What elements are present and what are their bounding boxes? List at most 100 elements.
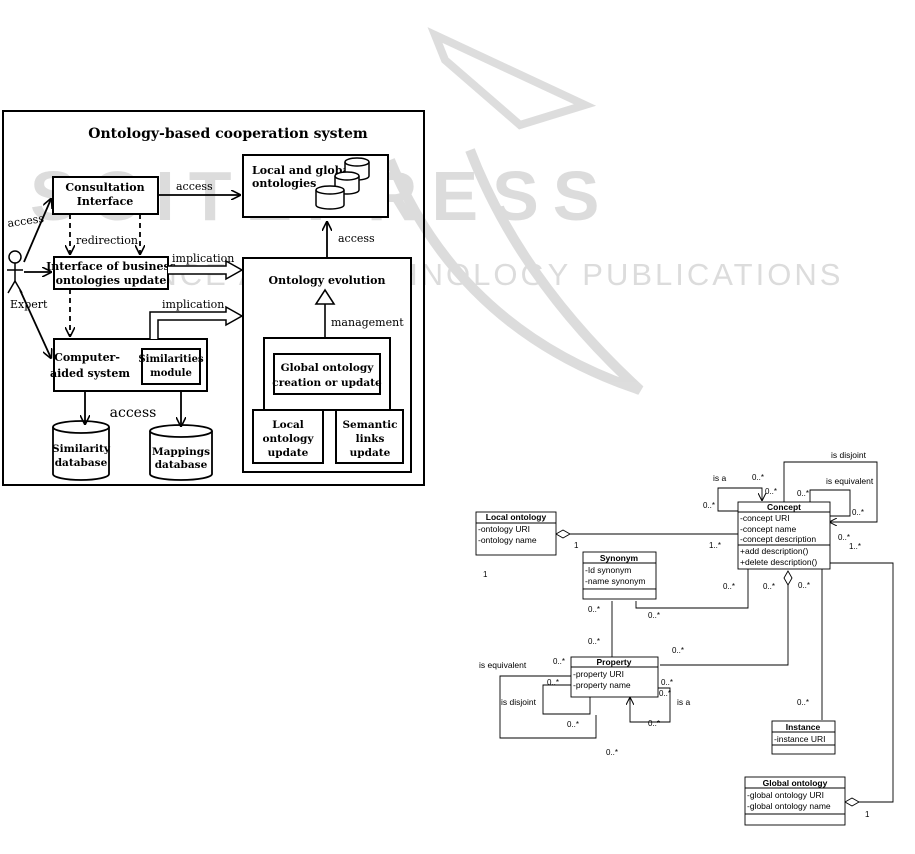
database-stack-icon [315,157,370,210]
property-name: Property [597,657,632,667]
consultation-label-1: Consultation [65,181,144,194]
semantic-label-1: Semantic [342,419,397,431]
rel-is-a-property: is a [677,697,691,707]
diagram-label: 0..* [672,646,684,655]
diagram-label: 0..* [659,689,671,698]
instance-name: Instance [786,722,821,732]
mappings-db-label-1: Mappings [152,446,210,458]
diagram-label: -property name [573,680,631,690]
local-update-label-3: update [268,447,309,459]
similarities-module-box [141,348,201,385]
diagram-label: -ontology URI [478,524,530,534]
similarity-db-label-1: Similarity [52,443,111,455]
global-creation-label-1: Global ontology [281,362,375,374]
synonym-name: Synonym [600,553,639,563]
diagram-label: 0..* [567,720,579,729]
business-update-label-1: Interface of business [46,260,176,273]
local-ontology-name: Local ontology [486,512,547,522]
concept-name: Concept [767,502,801,512]
similarity-database-icon [52,420,110,481]
diagram-label: -global ontology URI [747,790,824,800]
implication-arrows [149,259,244,339]
class-instance: Instance -instance URI [771,720,836,755]
multiplicities: 0..* 0..* 0..* 0..* 0..* 1 1..* 1 1..* 0… [483,473,870,819]
diagram-label: -concept URI [740,513,790,523]
computer-aided-label-2: aided system [50,367,130,380]
business-update-box [53,256,169,290]
global-creation-box [273,353,381,395]
diagram-label: -concept name [740,524,796,534]
diagram-label: -Id synonym [585,565,631,575]
management-label: management [331,316,404,329]
semantic-label-2: links [356,433,385,445]
semantic-label-3: update [350,447,391,459]
right-figure: Local ontology -ontology URI -ontology n… [475,450,894,826]
diagram-label: 1..* [849,542,861,551]
diagram-label: -concept description [740,534,816,544]
diagram-label: +add description() [740,546,808,556]
left-figure: Ontology-based cooperation system Expert… [2,110,425,486]
diagram-label: 1..* [709,541,721,550]
class-local-ontology: Local ontology -ontology URI -ontology n… [475,511,557,556]
diagram-label: 0..* [588,605,600,614]
local-global-label-2: ontologies [252,177,316,190]
rel-is-disjoint-property: is disjoint [501,697,537,707]
business-update-label-2: ontologies update [56,274,167,287]
uml-lines [499,461,894,807]
diagram-label: 0..* [765,487,777,496]
class-global-ontology: Global ontology -global ontology URI -gl… [744,776,846,826]
implication-label-1: implication [172,252,234,265]
semantic-links-box [335,409,404,464]
diagram-label: 0..* [838,533,850,542]
rel-is-a-concept: is a [713,473,727,483]
diagram-label: 1 [574,541,579,550]
similarities-label-2: module [150,368,192,379]
access-vertical-label: access [338,232,375,245]
system-frame [2,110,425,486]
left-arrows [19,195,327,426]
diagram-label: 0..* [752,473,764,482]
diagram-label: 1 [865,810,870,819]
similarities-label-1: Similarities [138,354,204,365]
expert-label: Expert [10,298,48,311]
diagram-label: 0..* [648,611,660,620]
expert-actor-icon [7,250,23,294]
diagram-label: 0..* [798,581,810,590]
diagram-label: 0..* [703,501,715,510]
diagram-label: 0..* [797,489,809,498]
access-top-label: access [176,180,213,193]
system-title: Ontology-based cooperation system [88,126,368,142]
consultation-label-2: Interface [77,195,134,208]
global-ontology-name: Global ontology [763,778,828,788]
computer-aided-label-1: Computer- [54,351,120,364]
rel-is-equivalent-concept: is equivalent [826,476,874,486]
diagram-label: -global ontology name [747,801,831,811]
diagram-label: -ontology name [478,535,537,545]
access-big-label: access [110,405,157,421]
diagram-label: 0..* [852,508,864,517]
local-update-label-2: ontology [263,433,315,445]
access-left-label: access [7,212,45,230]
class-synonym: Synonym -Id synonym -name synonym [582,551,657,600]
implication-label-2: implication [162,298,224,311]
redirection-label: redirection [76,234,138,247]
rel-is-disjoint-concept: is disjoint [831,450,867,460]
local-update-label-1: Local [272,419,304,431]
diagram-label: 0..* [763,582,775,591]
class-concept: Concept -concept URI -concept name -conc… [737,501,831,570]
local-update-box [252,409,324,464]
similarity-db-label-2: database [55,457,108,469]
diagram-label: 0..* [588,637,600,646]
class-property: Property -property URI -property name [570,656,659,698]
rel-is-equivalent-property: is equivalent [479,660,527,670]
global-creation-label-2: creation or update [272,377,382,389]
diagram-label: 0..* [648,719,660,728]
diagram-label: 0..* [606,748,618,757]
diagram-label: 0..* [547,678,559,687]
diagram-label: 0..* [553,657,565,666]
local-global-label-1: Local and global [252,164,354,177]
diagram-label: -property URI [573,669,624,679]
diagram-label: +delete description() [740,557,817,567]
